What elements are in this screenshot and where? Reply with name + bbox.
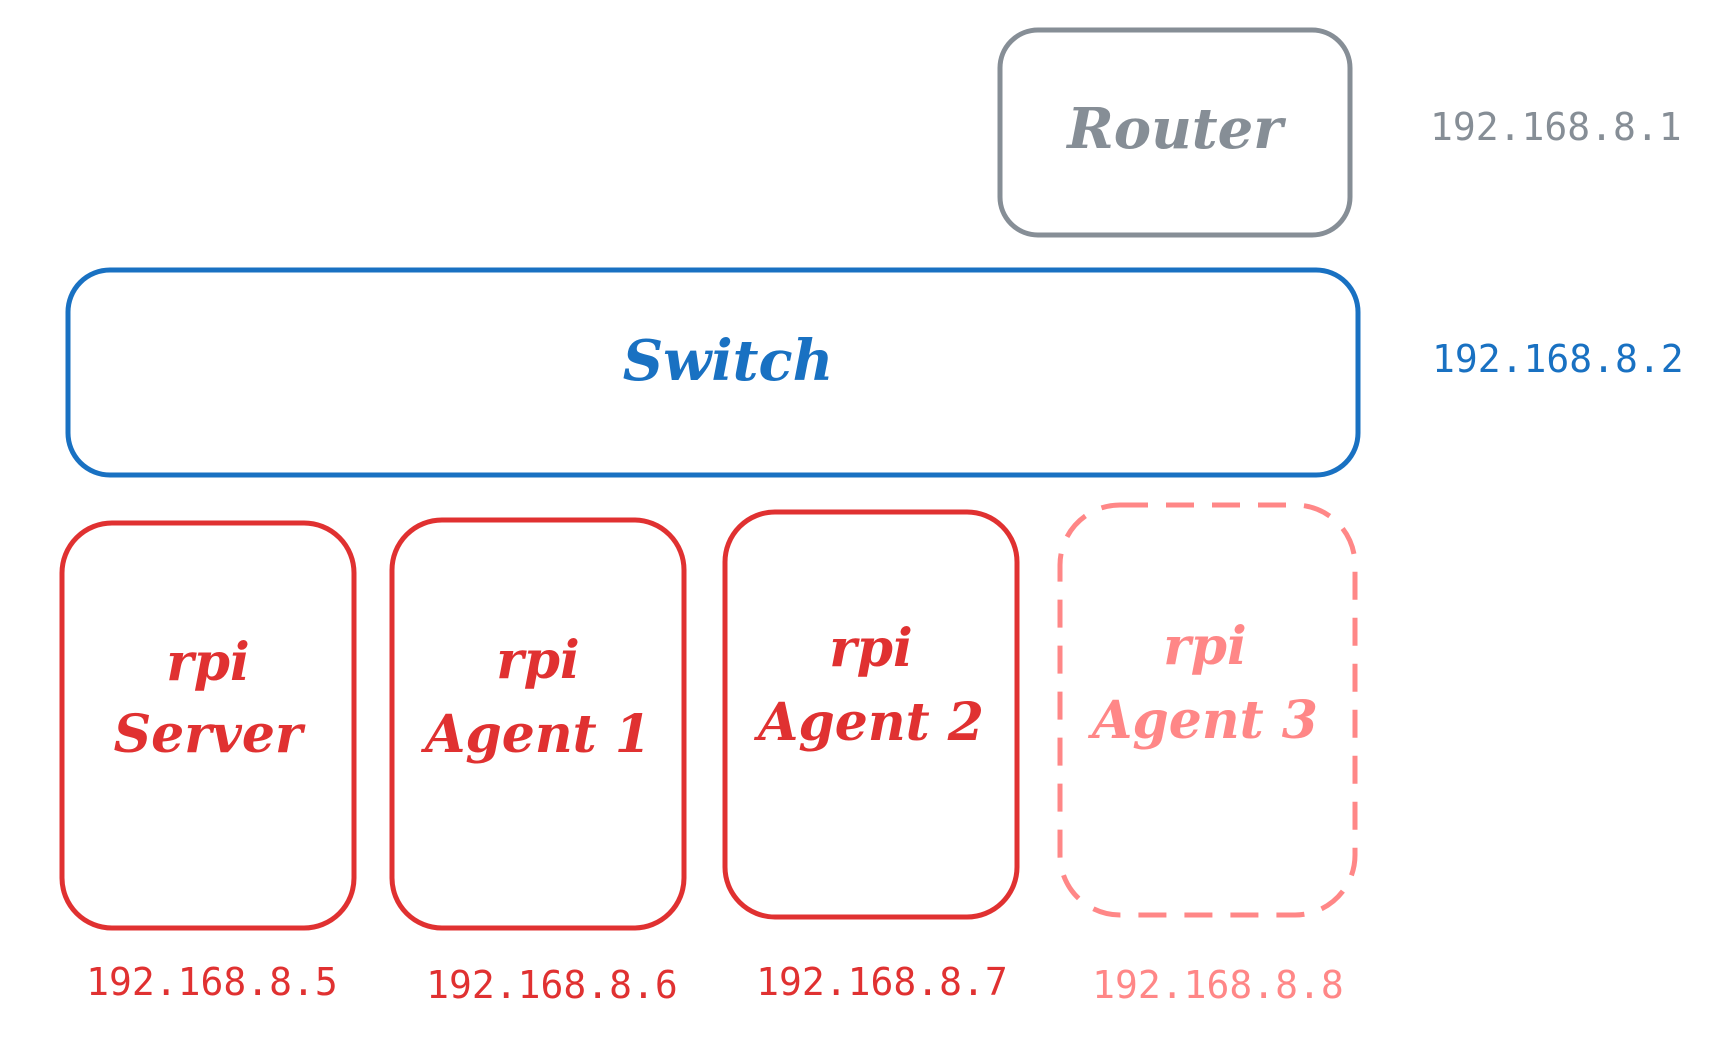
node-agent-3-line2: Agent 3 xyxy=(1087,690,1318,751)
node-agent-2-line2: Agent 2 xyxy=(753,692,984,753)
switch-label: Switch xyxy=(623,328,834,394)
node-agent-2-box xyxy=(722,509,1020,920)
node-server-line1: rpi xyxy=(166,632,250,693)
node-agent-1-line1: rpi xyxy=(496,630,580,691)
node-server-box xyxy=(59,520,357,931)
node-agent-1-line2: Agent 1 xyxy=(420,704,651,765)
router-label: Router xyxy=(1065,96,1286,162)
node-agent-3: rpi Agent 3 xyxy=(1057,502,1358,918)
node-agent-2: rpi Agent 2 xyxy=(722,509,1020,920)
node-agent-3-line1: rpi xyxy=(1163,616,1247,677)
node-agent-3-ip: 192.168.8.8 xyxy=(1092,963,1344,1007)
node-agent-1-ip: 192.168.8.6 xyxy=(426,963,678,1007)
node-server: rpi Server xyxy=(59,520,357,931)
switch-box xyxy=(65,267,1361,478)
node-agent-3-box xyxy=(1057,502,1358,918)
node-agent-1-box xyxy=(389,517,687,931)
node-agent-2-line1: rpi xyxy=(829,618,913,679)
router-box xyxy=(997,27,1353,238)
node-server-line2: Server xyxy=(114,704,306,765)
node-agent-1: rpi Agent 1 xyxy=(389,517,687,931)
node-server-ip: 192.168.8.5 xyxy=(86,960,338,1004)
switch-node: Switch xyxy=(65,267,1361,478)
switch-ip: 192.168.8.2 xyxy=(1432,337,1684,381)
router-ip: 192.168.8.1 xyxy=(1430,105,1682,149)
node-agent-2-ip: 192.168.8.7 xyxy=(756,960,1008,1004)
router-node: Router xyxy=(997,27,1353,238)
